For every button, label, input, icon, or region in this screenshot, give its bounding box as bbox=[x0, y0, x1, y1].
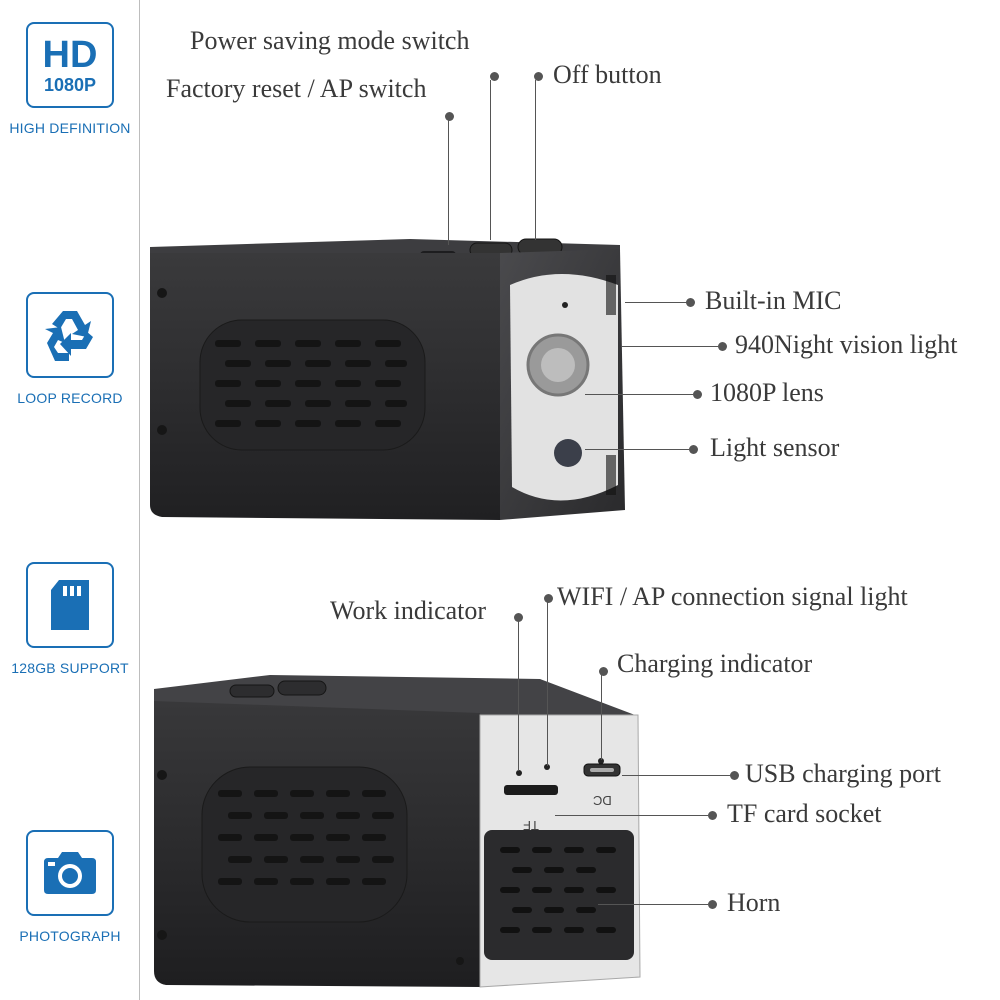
feature-caption: PHOTOGRAPH bbox=[19, 928, 121, 944]
feature-caption: HIGH DEFINITION bbox=[9, 120, 131, 136]
camera-rear-view bbox=[154, 675, 641, 988]
camera-icon bbox=[26, 830, 114, 916]
label-lens: 1080P lens bbox=[710, 378, 824, 407]
feature-high-definition: HD 1080P HIGH DEFINITION bbox=[0, 22, 140, 136]
recycle-icon bbox=[26, 292, 114, 378]
label-night-vision-light: 940Night vision light bbox=[735, 330, 958, 359]
feature-column: HD 1080P HIGH DEFINITION LOOP RECORD bbox=[0, 0, 140, 1000]
speaker-grille bbox=[215, 340, 407, 427]
light-sensor bbox=[554, 439, 582, 467]
mic-hole bbox=[562, 302, 568, 308]
label-work-indicator: Work indicator bbox=[330, 596, 487, 625]
feature-caption: 128GB SUPPORT bbox=[11, 660, 129, 676]
feature-loop-record: LOOP RECORD bbox=[0, 292, 140, 406]
label-built-in-mic: Built-in MIC bbox=[705, 286, 842, 315]
label-factory-reset-switch: Factory reset / AP switch bbox=[166, 74, 427, 103]
label-horn: Horn bbox=[727, 888, 781, 917]
sd-card-icon bbox=[26, 562, 114, 648]
res-text: 1080P bbox=[43, 75, 97, 95]
label-charging-indicator: Charging indicator bbox=[617, 649, 813, 678]
label-power-saving-switch: Power saving mode switch bbox=[190, 26, 470, 55]
label-off-button: Off button bbox=[553, 60, 662, 89]
horn-grille bbox=[500, 847, 616, 933]
feature-photograph: PHOTOGRAPH bbox=[0, 830, 140, 944]
feature-caption: LOOP RECORD bbox=[17, 390, 123, 406]
tf-card-slot bbox=[504, 785, 558, 795]
label-wifi-ap-light: WIFI / AP connection signal light bbox=[557, 582, 908, 611]
label-light-sensor: Light sensor bbox=[710, 433, 840, 462]
camera-front-view bbox=[150, 238, 625, 520]
speaker-grille bbox=[218, 790, 394, 885]
label-usb-charging-port: USB charging port bbox=[745, 759, 941, 788]
hd-1080p-icon: HD 1080P bbox=[26, 22, 114, 108]
hd-text: HD bbox=[42, 34, 98, 76]
feature-128gb-support: 128GB SUPPORT bbox=[0, 562, 140, 676]
dc-mark: DC bbox=[593, 793, 612, 808]
tf-mark: TF bbox=[523, 818, 539, 833]
label-tf-card-socket: TF card socket bbox=[727, 799, 882, 828]
